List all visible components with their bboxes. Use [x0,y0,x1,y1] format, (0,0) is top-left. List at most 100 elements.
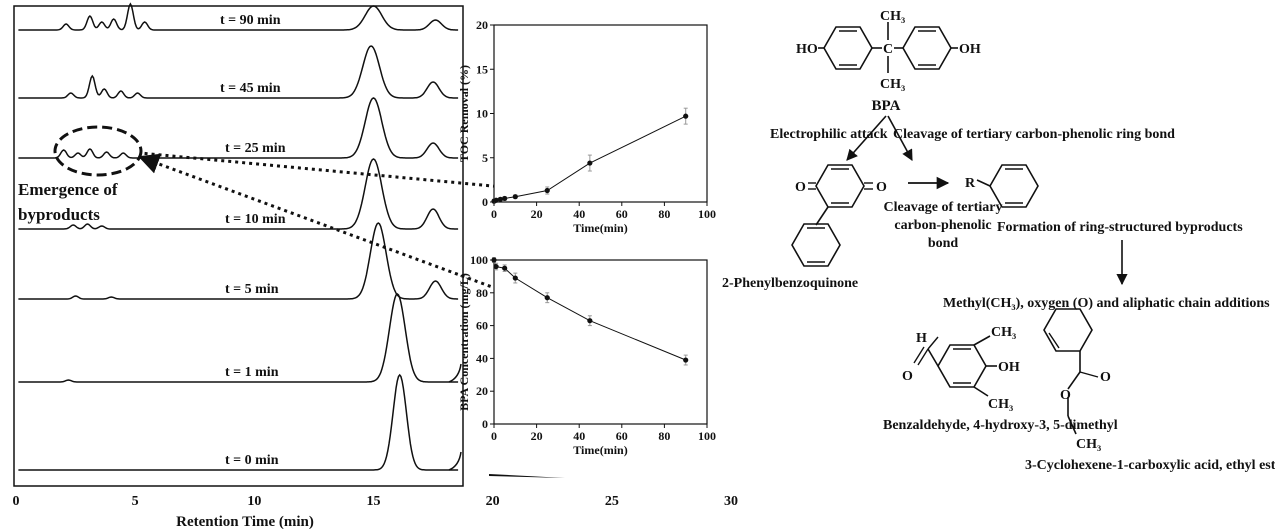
phenylbenzoquinone-label: 2-Phenylbenzoquinone [722,276,858,291]
cleavage-arrow [887,115,913,161]
inset-plot-frame [493,259,708,425]
inset-data-point [683,357,689,363]
chromatogram-trace-label: t = 45 min [220,81,281,96]
inset-y-tick-label: 100 [470,253,488,267]
inset-x-tick-label: 100 [698,207,716,221]
inset-x-tick-label: 20 [531,207,543,221]
chromatogram-trace-label: t = 25 min [225,141,286,156]
inset-data-point [544,187,550,194]
chromatogram-x-label: Retention Time (min) [176,514,314,529]
inset-y-axis-label: TOC Removal (%) [457,65,471,162]
cleavage-mid-label-2: carbon-phenolic [894,218,991,233]
inset-x-tick-label: 80 [658,207,670,221]
chromatogram-trace [18,2,459,31]
cyclohexene-ester-molecule: O O CH₃ [1043,308,1111,452]
cleavage-mid-label-3: bond [928,236,959,251]
benzaldehyde-ch3-top: CH₃ [991,325,1016,340]
inset-plot-frame [493,24,708,203]
chromatogram-x-tick-label: 10 [247,494,261,509]
inset-x-tick-label: 20 [531,429,543,443]
inset-data-point [497,196,503,202]
inset-y-tick-label: 0 [482,417,488,431]
benzaldehyde-label: Benzaldehyde, 4-hydroxy-3, 5-dimethyl [883,418,1118,433]
chromatogram-panel: t = 90 min t = 45 min t = 25 min t = 10 min… [13,2,738,529]
inset-data-point [512,194,518,200]
bpa-ch3-top-label: CH₃ [880,9,905,24]
inset-x-tick-label: 0 [491,207,497,221]
chromatogram-trace-label: t = 10 min [225,212,286,227]
cleavage-top-label: Cleavage of tertiary carbon-phenolic rin… [893,127,1175,142]
toc-connector-arrow [139,151,523,200]
inset-data-point [587,318,593,324]
inset-x-tick-label: 0 [491,429,497,443]
inset-y-tick-label: 5 [482,151,488,165]
ester-o-single-label: O [1060,388,1071,403]
chromatogram-x-tick-label: 20 [486,494,500,509]
electrophilic-label: Electrophilic attack [770,127,888,142]
inset-y-tick-label: 60 [476,319,488,333]
inset-data-point [502,265,508,271]
inset-x-tick-label: 100 [698,429,716,443]
chromatogram-x-tick-label: 30 [724,494,738,509]
inset-data-point [544,295,550,301]
quinone-o-right: O [876,180,887,195]
ester-o-double-label: O [1100,370,1111,385]
inset-y-tick-label: 20 [476,18,488,32]
chromatogram-x-tick-label: 0 [13,494,20,509]
chromatogram-trace [18,45,459,99]
cyclohexene-label: 3-Cyclohexene-1-carboxylic acid, ethyl e… [1025,458,1275,473]
benzaldehyde-ch3-bottom: CH₃ [988,397,1013,412]
bpa-c-label: C [883,42,893,57]
inset-x-tick-label: 60 [616,207,628,221]
reaction-pathway: HO C CH₃ CH₃ OH BPA Electrophilic attack… [722,9,1275,473]
bpa-ho-label: HO [796,42,818,57]
chromatogram-trace-label: t = 90 min [220,13,281,28]
inset-x-tick-label: 80 [658,429,670,443]
chromatogram-wedge [489,474,565,478]
inset-x-tick-label: 40 [573,207,585,221]
additions-label: Methyl(CH₃), oxygen (O) and aliphatic ch… [943,296,1270,311]
formation-label: Formation of ring-structured byproducts [997,220,1243,235]
inset-x-tick-label: 40 [573,429,585,443]
chromatogram-tail [448,363,462,383]
chromatogram-frame [13,5,464,487]
inset-data-point [512,275,518,281]
cleavage-mid-label-1: Cleavage of tertiary [884,200,1003,215]
inset-y-tick-label: 20 [476,384,488,398]
inset-y-tick-label: 80 [476,286,488,300]
inset-data-point [491,257,497,263]
chromatogram-x-tick-label: 5 [132,494,139,509]
chromatogram-x-ticks: 0 5 10 15 20 25 30 [13,474,738,509]
inset-data-point [502,195,508,202]
bpa-label: BPA [872,98,901,114]
inset-data-point [493,197,499,203]
inset-y-tick-label: 0 [482,195,488,209]
inset-y-axis-label: BPA Concentration (mg/L) [457,273,471,411]
chromatogram-trace [18,97,459,159]
inset-y-tick-label: 15 [476,62,488,76]
byproduct-annotation-line-2: byproducts [18,205,100,224]
bpa-ch3-bottom-label: CH₃ [880,77,905,92]
r-label: R [965,176,976,191]
chromatogram-trace [18,158,459,230]
quinone-o-left: O [795,180,806,195]
chromatogram-trace-label: t = 5 min [225,282,279,297]
byproduct-annotation-line-1: Emergence of [18,180,118,199]
chromatogram-x-tick-label: 15 [367,494,381,509]
r-phenyl-molecule: R [965,164,1039,208]
benzaldehyde-oh-label: OH [998,360,1020,375]
chromatogram-x-tick-label: 25 [605,494,619,509]
inset-data-point [587,160,593,166]
inset-y-tick-label: 10 [476,107,488,121]
byproduct-highlight-ellipse [53,125,143,177]
chromatogram-trace-label: t = 0 min [225,453,279,468]
inset-x-tick-label: 60 [616,429,628,443]
benzaldehyde-molecule: H O CH₃ OH CH₃ [902,325,1020,412]
chromatogram-traces: t = 90 min t = 45 min t = 25 min t = 10 min… [18,2,462,471]
inset-x-axis-label: Time(min) [573,443,627,457]
phenylbenzoquinone-molecule: O O [791,164,887,267]
benzaldehyde-h-label: H [916,331,927,346]
